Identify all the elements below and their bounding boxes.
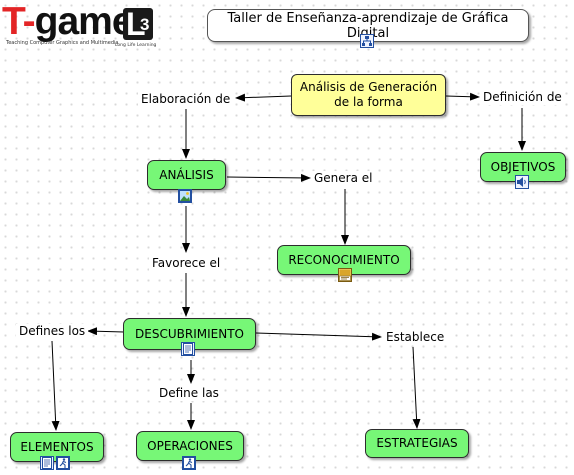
- link-root-definicion: [445, 92, 480, 101]
- phrase-establece: Establece: [383, 330, 448, 345]
- concept-root-label: Análisis de Generación de la forma: [299, 80, 438, 109]
- phrase-favorece-el-text: Favorece el: [152, 256, 221, 270]
- logo-brand-game: game: [34, 0, 134, 43]
- map-title-text: Taller de Enseñanza-aprendizaje de Gráfi…: [227, 10, 509, 41]
- concept-operaciones-label: OPERACIONES: [147, 438, 233, 453]
- concept-reconocimiento-label: RECONOCIMIENTO: [288, 252, 400, 267]
- reconocimiento-icons: [338, 268, 352, 282]
- logo-brand-num: 3: [140, 15, 150, 34]
- concept-root[interactable]: Análisis de Generación de la forma: [291, 74, 446, 116]
- link-establece-estrategias: [412, 346, 421, 429]
- link-descubrimiento-defines: [87, 327, 125, 336]
- phrase-genera-el-text: Genera el: [314, 171, 373, 185]
- image-icon[interactable]: [178, 189, 192, 203]
- tgamel3-logo: T-game L 3 Teaching Computer Graphics an…: [2, 2, 160, 54]
- phrase-defines-los: Defines los: [16, 324, 89, 339]
- concept-descubrimiento-label: DESCUBRIMIENTO: [135, 326, 244, 341]
- html-icon[interactable]: [338, 268, 352, 282]
- phrase-genera-el: Genera el: [311, 171, 376, 186]
- phrase-definicion-de-text: Definición de: [483, 90, 562, 104]
- logo-l3-badge: L 3: [123, 8, 153, 40]
- link-defines-elementos: [51, 340, 60, 431]
- logo-tagline: Teaching Computer Graphics and Multimedi…: [6, 40, 119, 46]
- phrase-elaboracion-de-text: Elaboración de: [141, 92, 231, 106]
- link-root-elaboracion: [235, 93, 292, 102]
- phrase-favorece-el: Favorece el: [149, 256, 224, 271]
- objetivos-icons: [515, 175, 529, 189]
- phrase-define-las-text: Define las: [159, 386, 219, 400]
- phrase-elaboracion-de: Elaboración de: [138, 92, 234, 107]
- concept-reconocimiento[interactable]: RECONOCIMIENTO: [277, 245, 411, 275]
- logo-wordmark: T-game: [2, 0, 134, 43]
- concept-descubrimiento[interactable]: DESCUBRIMIENTO: [123, 318, 256, 350]
- phrase-defines-los-text: Defines los: [19, 324, 86, 338]
- phrase-define-las: Define las: [156, 386, 222, 401]
- concept-analisis-label: ANÁLISIS: [159, 167, 214, 182]
- concept-analisis[interactable]: ANÁLISIS: [147, 160, 226, 190]
- link-descubrimiento-establece: [255, 332, 382, 341]
- elementos-icons: [40, 456, 70, 470]
- phrase-definicion-de: Definición de: [480, 90, 565, 105]
- concept-objetivos-label: OBJETIVOS: [490, 159, 556, 174]
- logo-brand-t: T-: [2, 0, 36, 43]
- video-icon[interactable]: [182, 456, 196, 470]
- title-icons: [360, 34, 374, 48]
- submap-icon[interactable]: [360, 34, 374, 48]
- operaciones-icons: [182, 456, 196, 470]
- concept-estrategias-label: ESTRATEGIAS: [376, 436, 458, 450]
- link-analisis-genera: [226, 173, 311, 182]
- logo-brand-l: L: [126, 6, 146, 42]
- document-icon[interactable]: [40, 456, 54, 470]
- analisis-icons: [178, 189, 192, 203]
- audio-icon[interactable]: [515, 175, 529, 189]
- phrase-establece-text: Establece: [386, 330, 445, 344]
- concept-elementos-label: ELEMENTOS: [20, 439, 94, 454]
- descubrimiento-icons: [181, 342, 195, 356]
- video-icon[interactable]: [56, 456, 70, 470]
- document-icon[interactable]: [181, 342, 195, 356]
- logo-subtitle: Long Life Learning: [115, 43, 157, 48]
- concept-estrategias[interactable]: ESTRATEGIAS: [365, 429, 469, 458]
